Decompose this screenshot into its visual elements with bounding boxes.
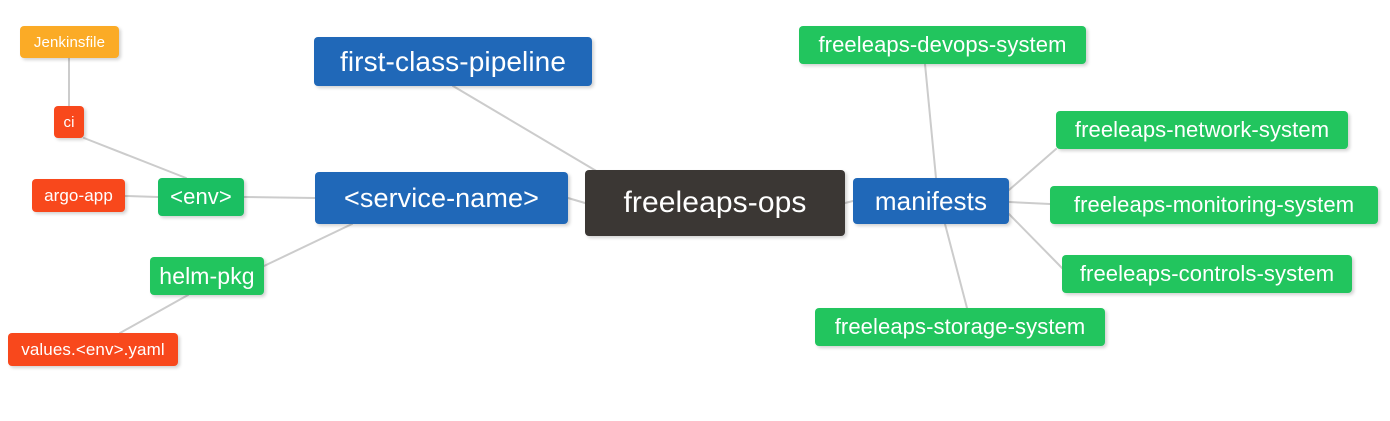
edge-env-to-argo-app <box>124 195 159 198</box>
edge-freeleaps-ops-to-first-class-pipeline <box>452 85 599 173</box>
node-label: freeleaps-monitoring-system <box>1073 192 1355 217</box>
edge-manifests-to-freeleaps-monitoring-system <box>1008 201 1051 205</box>
node-env[interactable]: <env> <box>158 178 244 216</box>
node-label: first-class-pipeline <box>339 45 567 77</box>
node-first-class-pipeline[interactable]: first-class-pipeline <box>314 37 592 86</box>
node-freeleaps-controls-system[interactable]: freeleaps-controls-system <box>1062 255 1352 293</box>
node-label: freeleaps-controls-system <box>1079 261 1335 286</box>
node-service-name[interactable]: <service-name> <box>315 172 568 224</box>
edge-freeleaps-ops-to-manifests <box>844 200 854 204</box>
node-helm-pkg[interactable]: helm-pkg <box>150 257 264 295</box>
node-label: freeleaps-ops <box>623 186 807 219</box>
node-label: <env> <box>170 184 232 209</box>
edge-freeleaps-ops-to-service-name <box>567 197 586 204</box>
node-manifests[interactable]: manifests <box>853 178 1009 224</box>
edge-helm-pkg-to-values-env-yaml <box>119 294 189 334</box>
node-ci[interactable]: ci <box>54 106 84 138</box>
node-label: values.<env>.yaml <box>21 340 165 359</box>
node-argo-app[interactable]: argo-app <box>32 179 125 212</box>
node-label: freeleaps-devops-system <box>818 32 1067 57</box>
edge-env-to-ci <box>83 137 187 179</box>
edge-service-name-to-env <box>243 196 316 199</box>
node-freeleaps-storage-system[interactable]: freeleaps-storage-system <box>815 308 1105 346</box>
node-label: freeleaps-storage-system <box>834 314 1086 339</box>
node-label: <service-name> <box>344 182 539 213</box>
edge-manifests-to-freeleaps-controls-system <box>1008 213 1063 269</box>
node-freeleaps-network-system[interactable]: freeleaps-network-system <box>1056 111 1348 149</box>
node-freeleaps-monitoring-system[interactable]: freeleaps-monitoring-system <box>1050 186 1378 224</box>
node-freeleaps-ops[interactable]: freeleaps-ops <box>585 170 845 236</box>
node-label: ci <box>63 113 75 131</box>
edge-manifests-to-freeleaps-storage-system <box>944 223 968 309</box>
node-label: manifests <box>874 186 988 216</box>
node-jenkinsfile[interactable]: Jenkinsfile <box>20 26 119 58</box>
node-label: Jenkinsfile <box>33 33 106 51</box>
node-label: freeleaps-network-system <box>1074 117 1330 142</box>
node-values-env-yaml[interactable]: values.<env>.yaml <box>8 333 178 366</box>
node-label: helm-pkg <box>159 262 255 289</box>
edge-manifests-to-freeleaps-network-system <box>1008 148 1057 191</box>
edge-manifests-to-freeleaps-devops-system <box>924 63 937 179</box>
node-freeleaps-devops-system[interactable]: freeleaps-devops-system <box>799 26 1086 64</box>
node-label: argo-app <box>44 186 113 205</box>
edge-service-name-to-helm-pkg <box>263 223 353 267</box>
